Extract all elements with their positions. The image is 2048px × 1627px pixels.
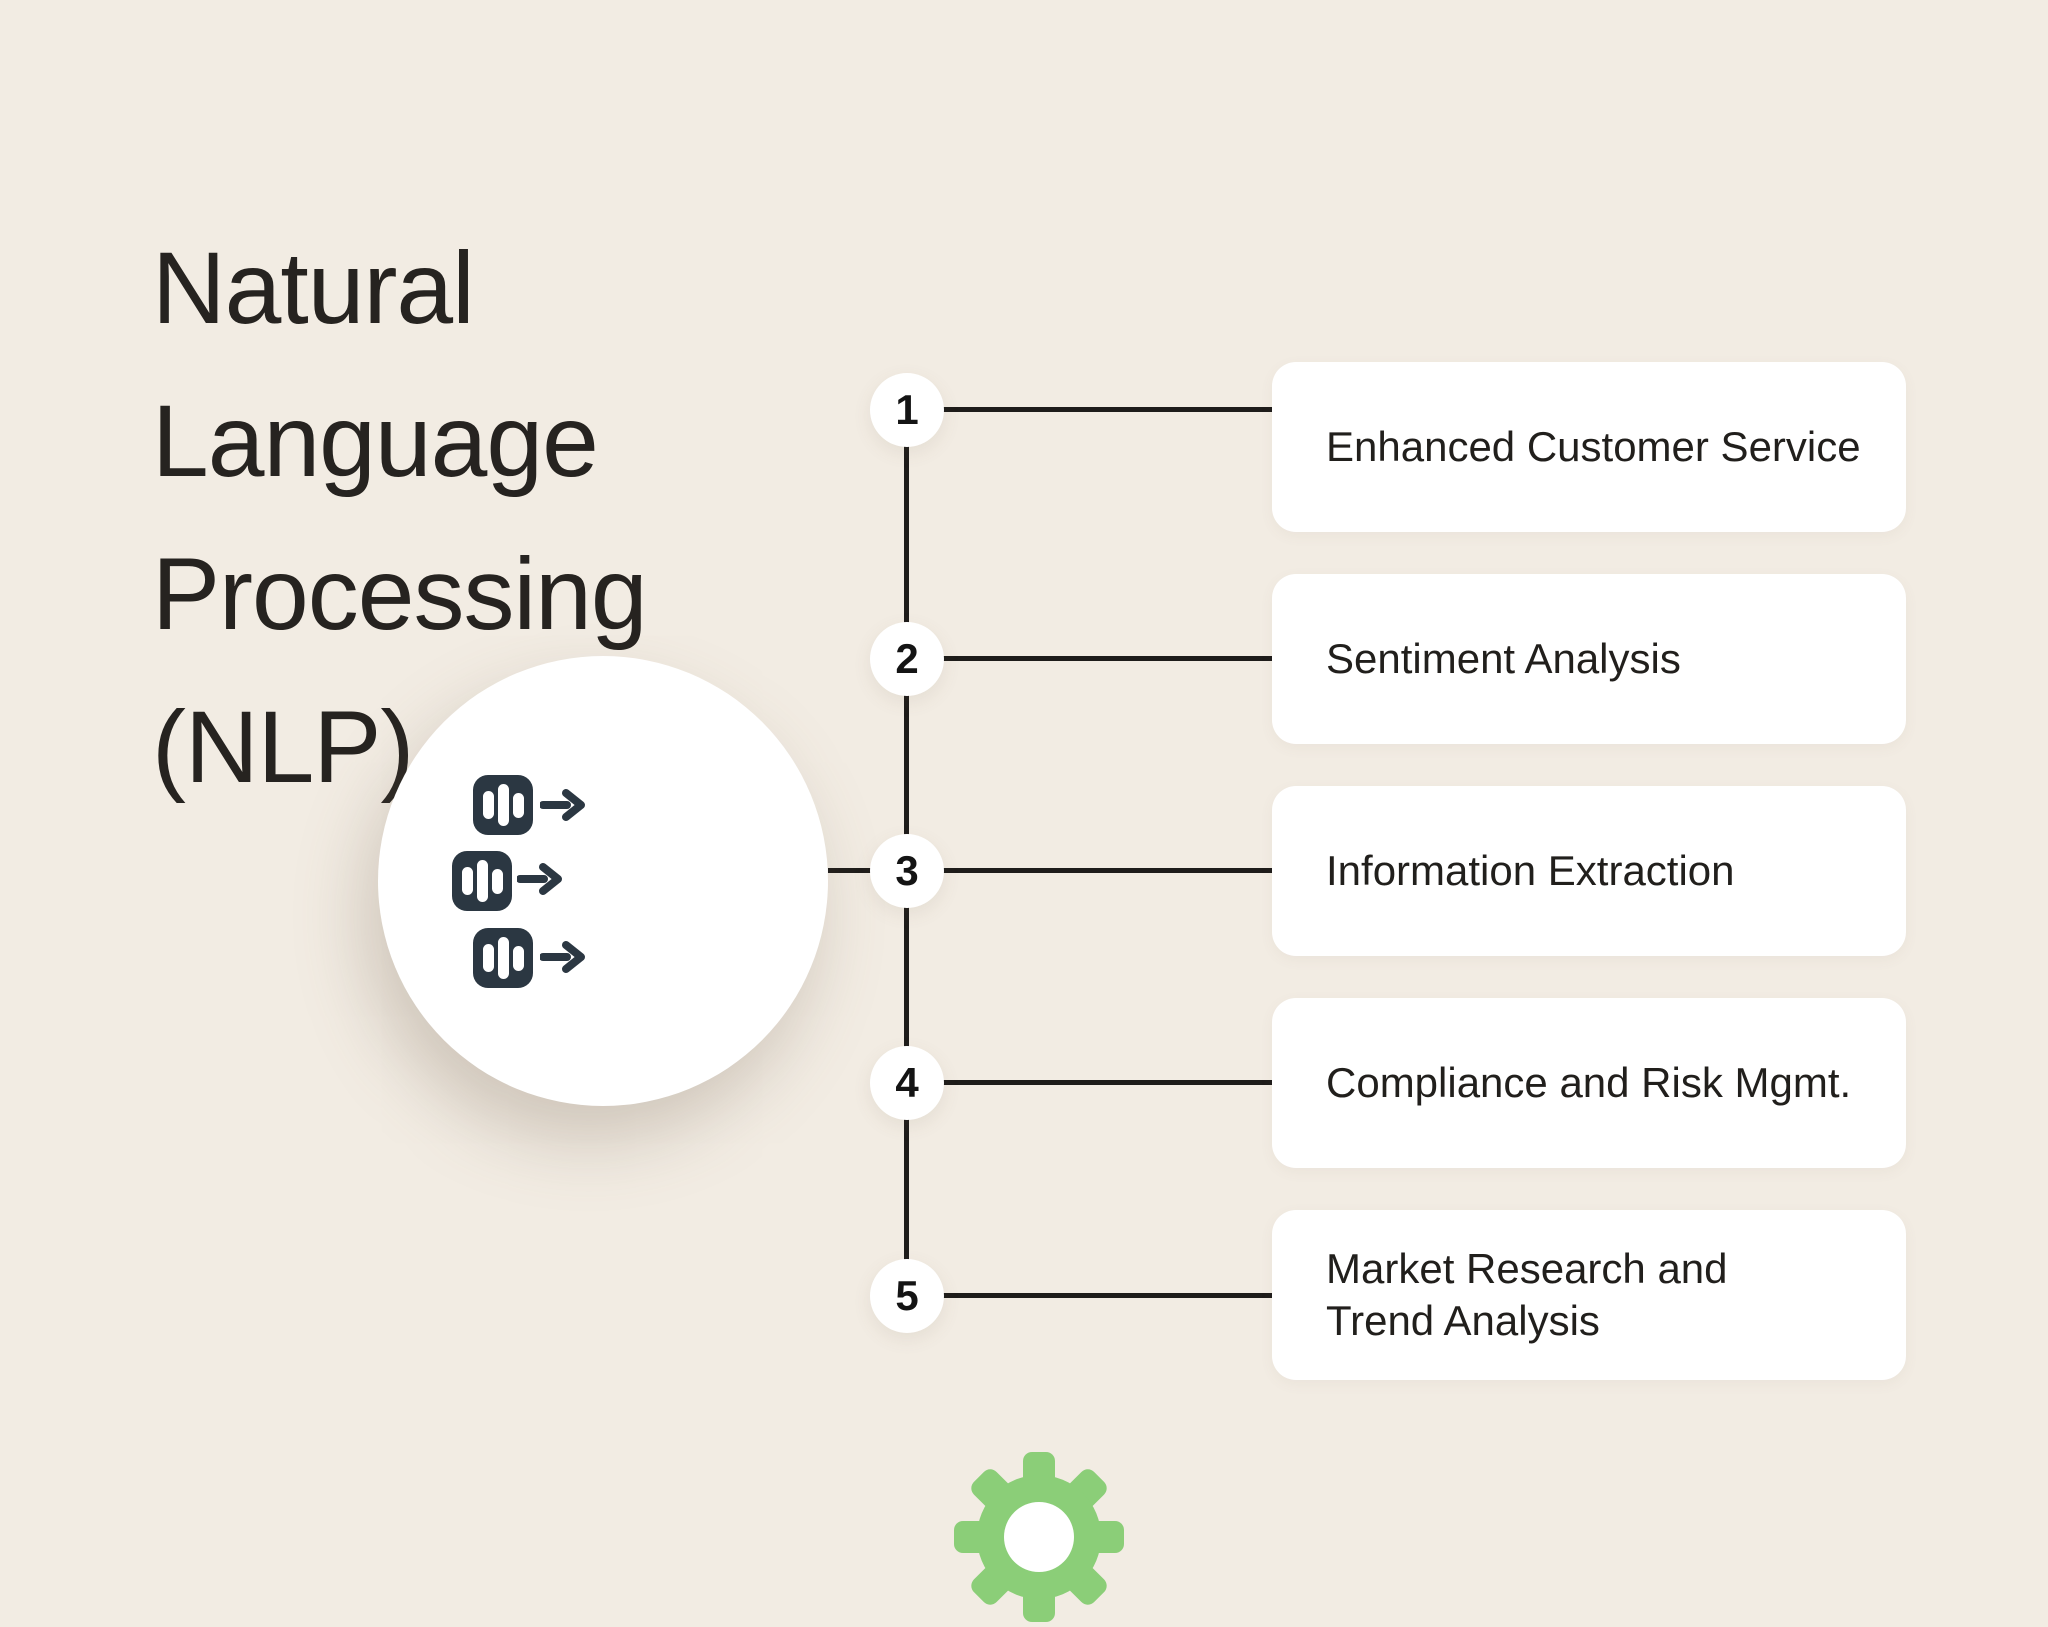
timeline-node-3: 3 <box>870 834 944 908</box>
node-number: 2 <box>895 635 919 682</box>
waveform-bar <box>497 937 509 979</box>
connector-line-1 <box>907 407 1272 412</box>
waveform-bar <box>476 860 488 902</box>
page-title: Natural Language Processing (NLP) <box>152 231 648 805</box>
card-label: Information Extraction <box>1326 846 1735 894</box>
card-enhanced-customer-service: Enhanced Customer Service <box>1272 362 1906 532</box>
card-label: Market Research and Trend Analysis <box>1326 1244 1728 1345</box>
card-market-research-trend-analysis: Market Research and Trend Analysis <box>1272 1210 1906 1380</box>
arrow-right-icon <box>540 789 585 821</box>
nlp-hero-circle <box>378 656 1124 1622</box>
connector-line-3 <box>828 868 1272 873</box>
timeline-node-2: 2 <box>870 622 944 696</box>
node-number: 5 <box>895 1272 919 1319</box>
waveform-bar <box>491 868 503 894</box>
waveform-bar <box>512 945 524 971</box>
timeline-node-1: 1 <box>870 373 944 447</box>
timeline-node-5: 5 <box>870 1259 944 1333</box>
gear-icon <box>954 1452 1124 1622</box>
node-number: 3 <box>895 847 919 894</box>
card-information-extraction: Information Extraction <box>1272 786 1906 956</box>
arrow-right-icon <box>517 863 562 895</box>
timeline-node-4: 4 <box>870 1046 944 1120</box>
waveform-bar <box>512 792 524 818</box>
waveform-bar <box>461 867 473 895</box>
connector-line-4 <box>907 1080 1272 1085</box>
data-tile-icon <box>452 851 512 911</box>
waveform-bar <box>497 784 509 826</box>
arrow-right-icon <box>540 941 585 973</box>
card-compliance-risk-mgmt: Compliance and Risk Mgmt. <box>1272 998 1906 1168</box>
node-number: 4 <box>895 1059 919 1106</box>
card-label: Compliance and Risk Mgmt. <box>1326 1058 1852 1106</box>
connector-line-5 <box>907 1293 1272 1298</box>
connector-line-2 <box>907 656 1272 661</box>
card-sentiment-analysis: Sentiment Analysis <box>1272 574 1906 744</box>
waveform-bar <box>482 944 494 972</box>
card-label: Enhanced Customer Service <box>1326 422 1861 470</box>
infographic-canvas: Natural Language Processing (NLP) <box>152 231 1906 1622</box>
waveform-bar <box>482 791 494 819</box>
data-tile-icon <box>473 775 533 835</box>
data-tile-icon <box>473 928 533 988</box>
node-number: 1 <box>895 386 919 433</box>
card-label: Sentiment Analysis <box>1326 634 1681 682</box>
